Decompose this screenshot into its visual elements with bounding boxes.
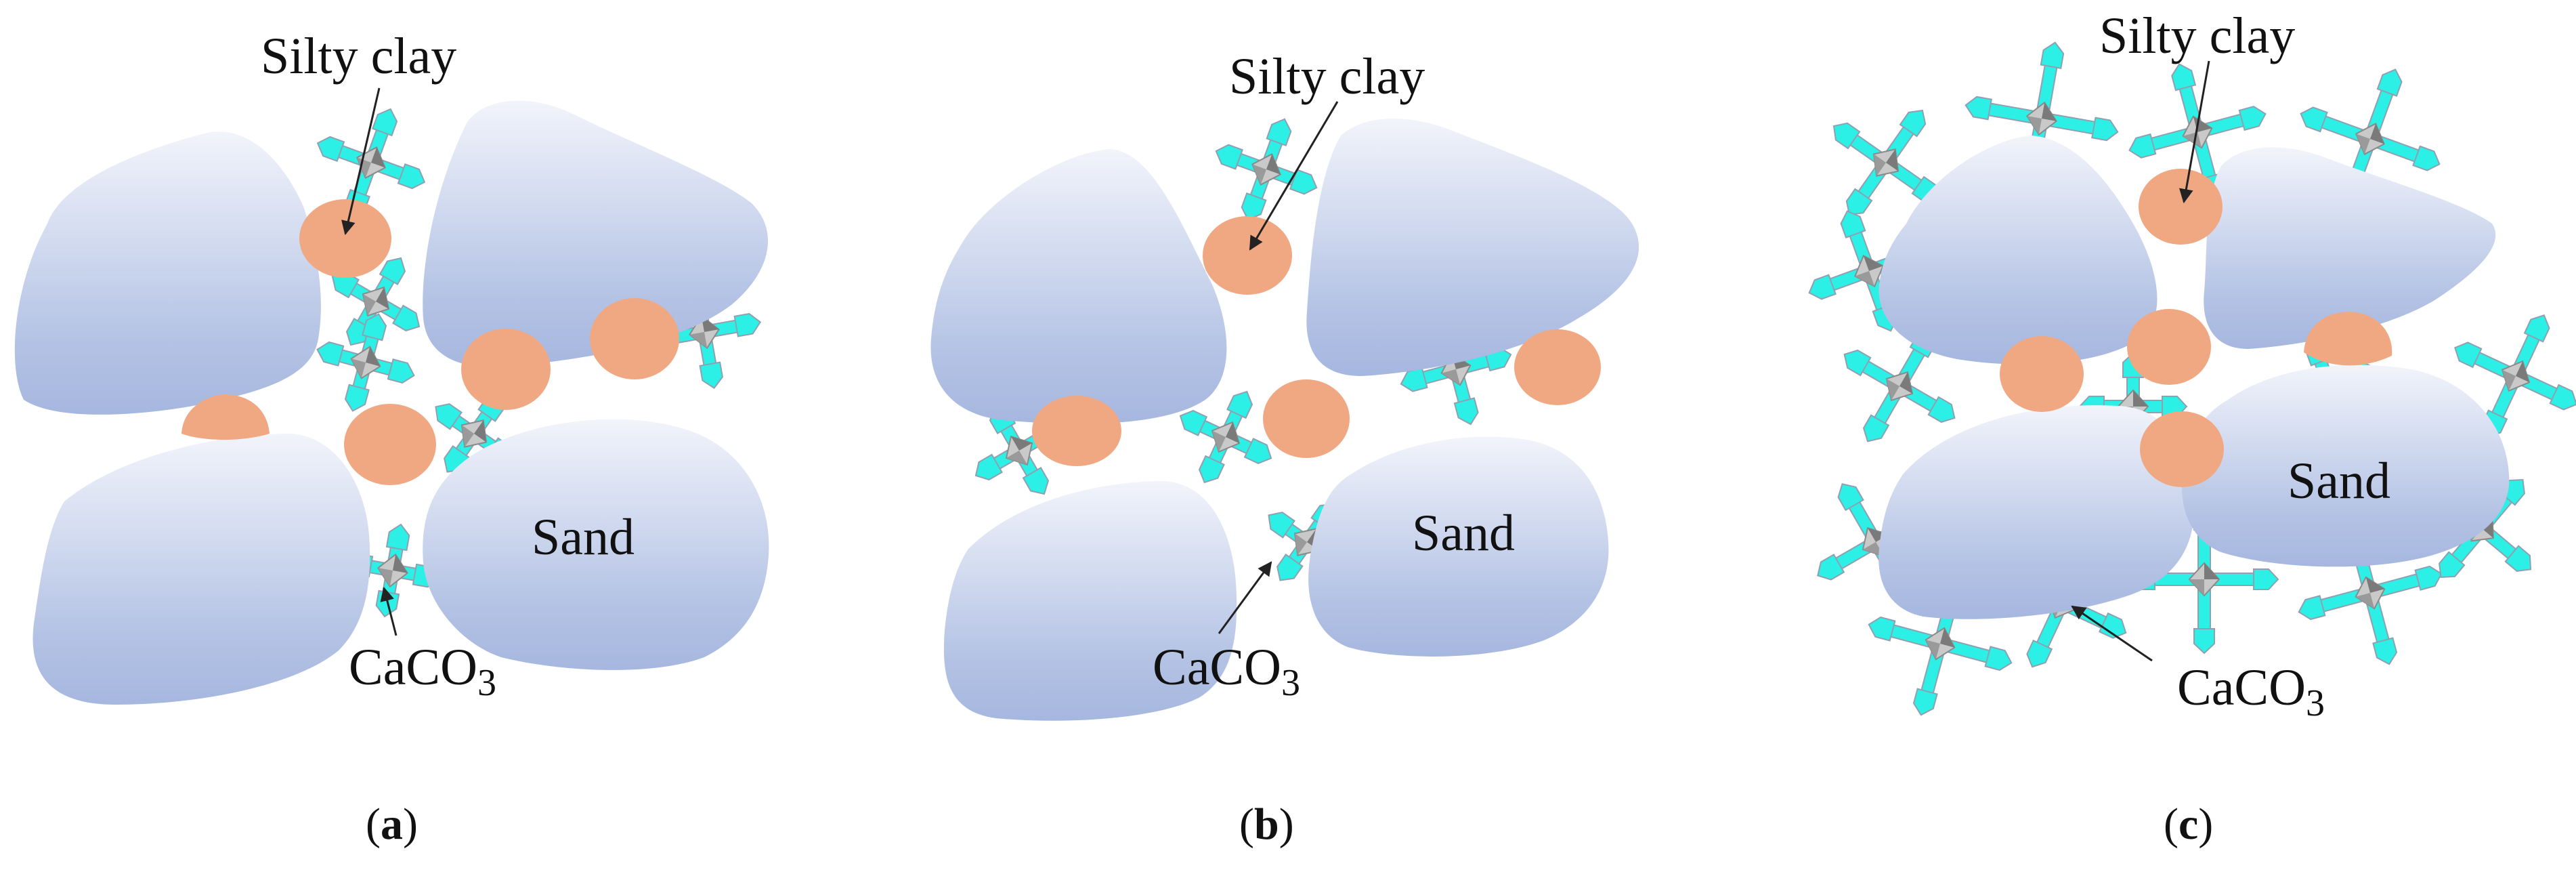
sand-grain	[1879, 136, 2158, 365]
caco3-pointer	[2071, 605, 2153, 662]
caco3-label: CaCO3	[2177, 659, 2325, 724]
silty-clay-label: Silty clay	[2099, 7, 2295, 64]
silty-clay-particle	[299, 199, 391, 278]
calcium-carbonate-crystal	[331, 257, 421, 346]
calcium-carbonate-crystal	[1179, 390, 1272, 484]
silty-clay-particle	[181, 394, 270, 440]
silty-clay-particle	[1032, 396, 1121, 466]
sand-grain	[1306, 119, 1639, 376]
silty-clay-particle	[2304, 312, 2392, 366]
silty-clay-label: Silty clay	[1229, 48, 1425, 105]
sand-grain	[423, 100, 768, 367]
silty-clay-particle	[461, 329, 551, 410]
calcium-carbonate-crystal	[316, 313, 415, 412]
caco3-pointer	[380, 586, 398, 636]
silty-clay-particle	[2127, 309, 2211, 385]
silty-clay-particle	[2140, 411, 2224, 487]
caco3-pointer	[1218, 561, 1272, 634]
silty-clay-pointer	[1249, 101, 1339, 251]
silty-clay-particle	[1263, 379, 1350, 458]
sand-grain	[33, 434, 370, 705]
panel-a: Silty clay Sand CaCO3 (a)	[14, 28, 769, 849]
sand-grain	[943, 481, 1237, 721]
sand-grain	[14, 131, 321, 415]
silty-clay-pointer	[2178, 60, 2210, 204]
sand-label: Sand	[532, 509, 635, 566]
crystal-layer-c	[1808, 41, 2576, 716]
silty-clay-particle	[590, 298, 679, 379]
sand-grain	[1879, 405, 2194, 619]
silty-clay-particle	[1203, 216, 1292, 295]
calcium-carbonate-crystal	[1215, 118, 1318, 221]
silty-clay-label: Silty clay	[261, 28, 456, 85]
panel-b-caption: (b)	[1239, 800, 1294, 849]
silty-clay-particle	[2139, 169, 2223, 245]
calcium-carbonate-crystal	[2298, 520, 2443, 665]
sand-grain	[2204, 147, 2496, 349]
sand-grain	[930, 149, 1227, 424]
sand-grain	[1308, 436, 1609, 657]
caco3-label: CaCO3	[1153, 639, 1300, 704]
silty-clay-pointer	[341, 87, 381, 236]
panel-b: Silty clay Sand CaCO3 (b)	[930, 48, 1639, 849]
sand-label: Sand	[2288, 453, 2390, 510]
calcium-carbonate-crystal	[2454, 314, 2576, 438]
sand-label: Sand	[1412, 505, 1515, 562]
calcium-carbonate-crystal	[2128, 63, 2267, 201]
silty-clay-particle	[2000, 336, 2084, 412]
silty-clay-particle	[344, 404, 436, 485]
sand-grain	[423, 419, 769, 670]
panel-a-caption: (a)	[366, 800, 418, 849]
silty-clay-particle	[1514, 329, 1601, 405]
panel-c-caption: (c)	[2164, 800, 2213, 849]
calcium-carbonate-crystal	[1832, 109, 1939, 216]
caco3-label: CaCO3	[349, 639, 496, 704]
sand-grain	[2182, 365, 2510, 567]
panel-c: Silty clay Sand CaCO3 (c)	[1808, 7, 2576, 849]
